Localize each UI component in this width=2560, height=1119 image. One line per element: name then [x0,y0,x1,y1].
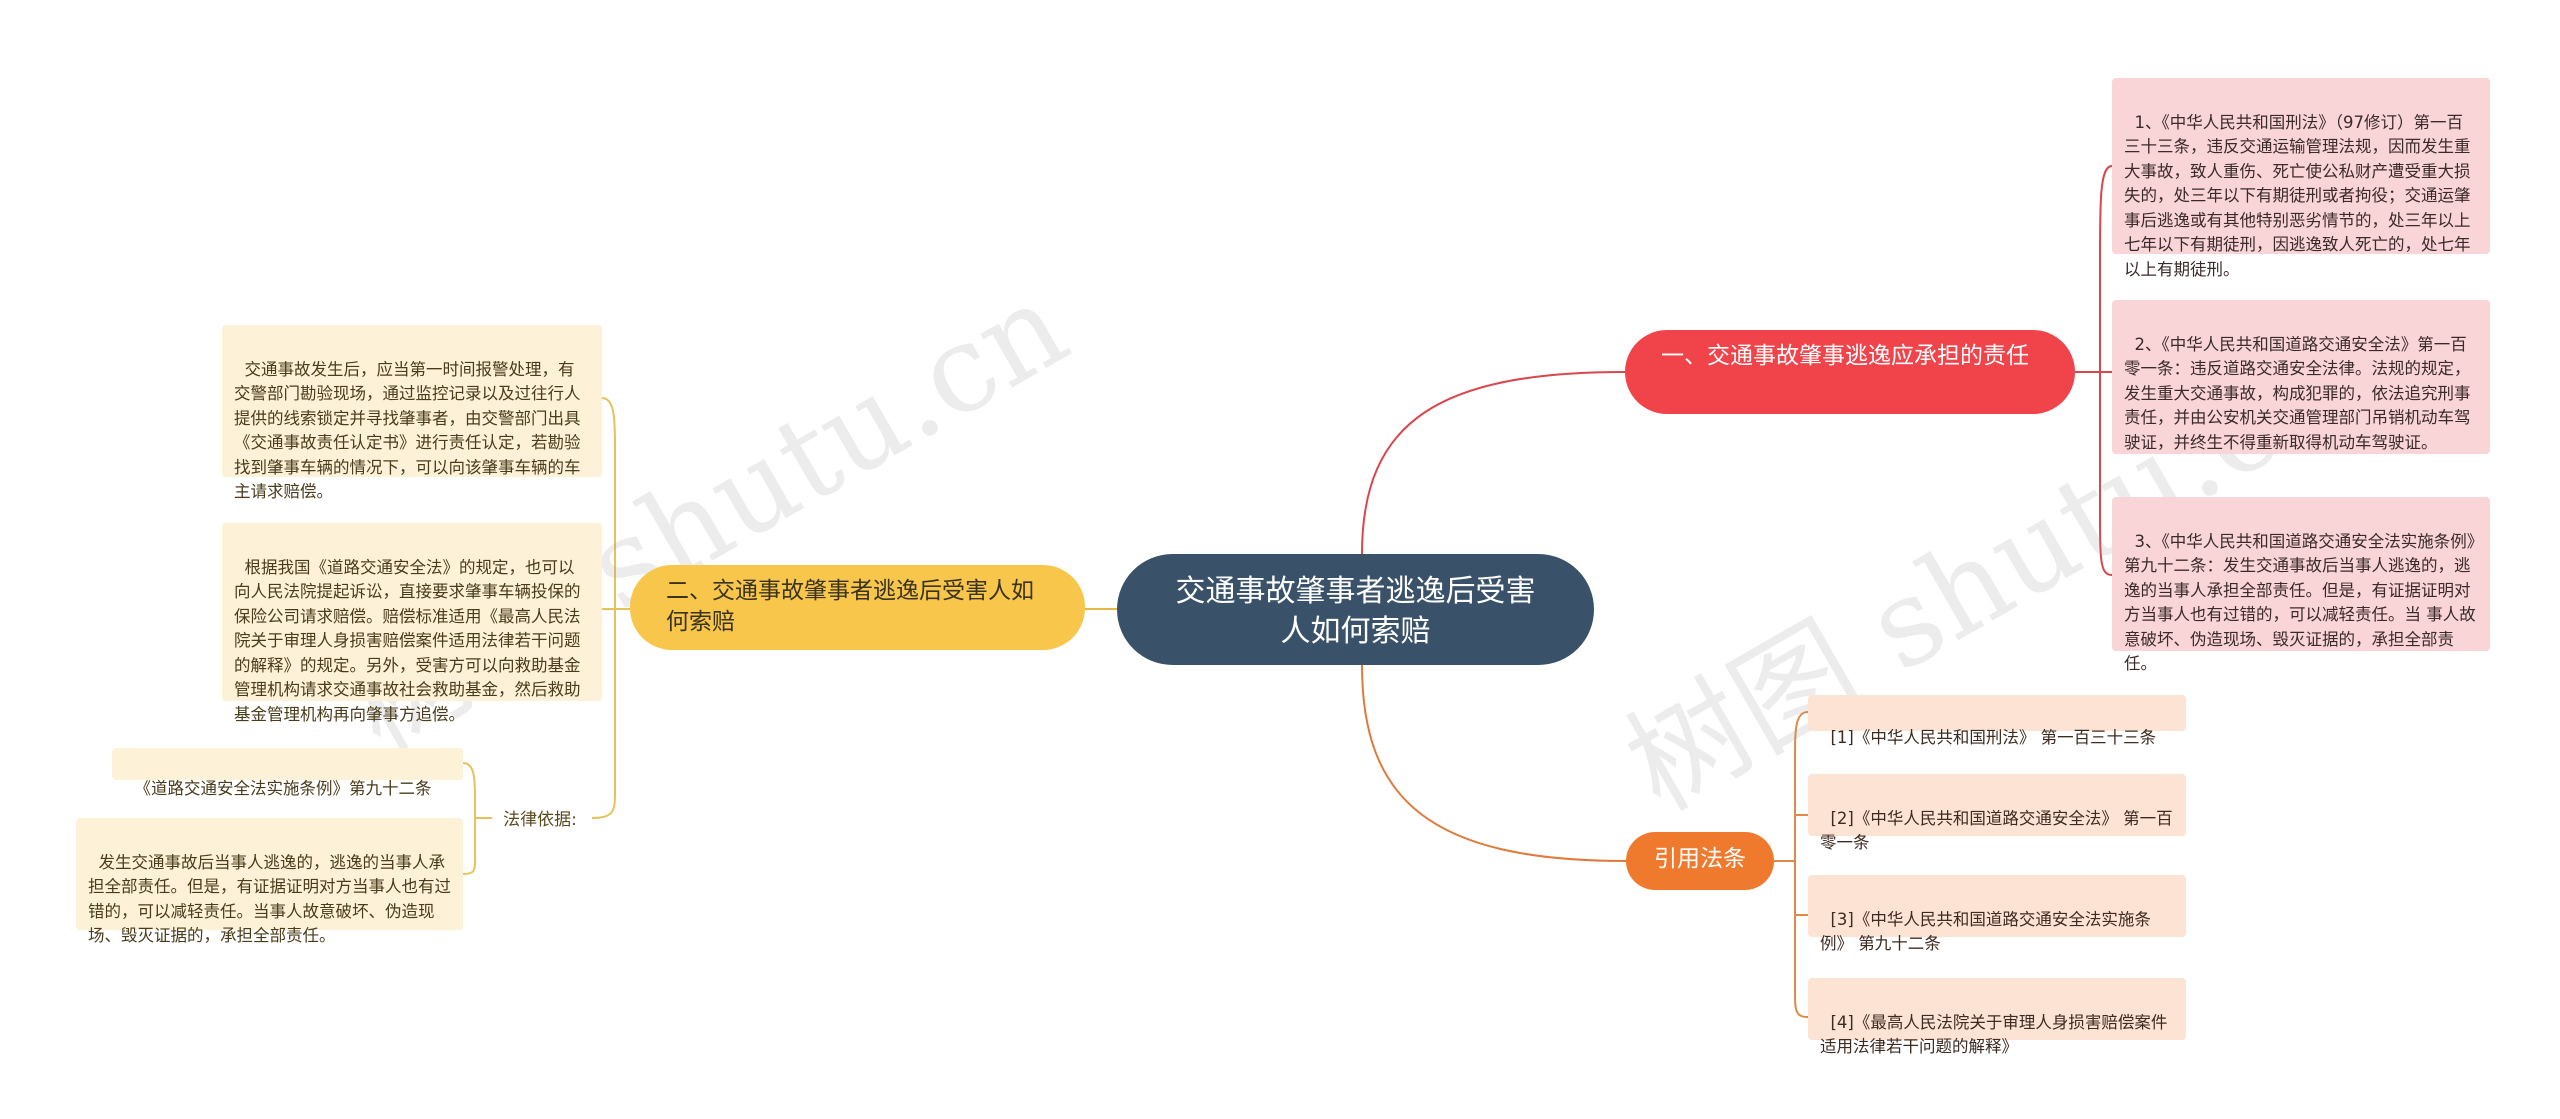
citation-item-1[interactable]: [1]《中华人民共和国刑法》 第一百三十三条 [1808,695,2186,747]
citation-item-2[interactable]: [2]《中华人民共和国道路交通安全法》 第一百零一条 [1808,774,2186,852]
citation-item-4-text: [4]《最高人民法院关于审理人身损害赔偿案件适用法律若干问题的解释》 [1820,1012,2168,1057]
liability-item-1-text: 1、《中华人民共和国刑法》（97修订）第一百三十三条，违反交通运输管理法规，因而… [2124,112,2471,279]
claim-item-1[interactable]: 交通事故发生后，应当第一时间报警处理，有交警部门勘验现场，通过监控记录以及过往行… [222,325,602,501]
citation-item-3-text: [3]《中华人民共和国道路交通安全法实施条例》 第九十二条 [1820,909,2151,954]
branch-liability[interactable]: 一、交通事故肇事逃逸应承担的责任 [1625,330,2075,414]
citation-item-4[interactable]: [4]《最高人民法院关于审理人身损害赔偿案件适用法律若干问题的解释》 [1808,978,2186,1056]
legal-basis-item-1-text: 《道路交通安全法实施条例》第九十二条 [134,778,432,798]
claim-item-1-text: 交通事故发生后，应当第一时间报警处理，有交警部门勘验现场，通过监控记录以及过往行… [234,359,581,502]
legal-basis-item-2-text: 发生交通事故后当事人逃逸的，逃逸的当事人承担全部责任。但是，有证据证明对方当事人… [88,852,451,946]
link-root-liability [1361,371,1626,555]
legal-basis-label[interactable]: 法律依据: [503,810,577,830]
legal-basis-item-1[interactable]: 《道路交通安全法实施条例》第九十二条 [112,748,463,798]
liability-item-1[interactable]: 1、《中华人民共和国刑法》（97修订）第一百三十三条，违反交通运输管理法规，因而… [2112,78,2490,279]
citation-item-2-text: [2]《中华人民共和国道路交通安全法》 第一百零一条 [1820,808,2173,853]
root-title: 交通事故肇事者逃逸后受害人如何索赔 [1175,574,1536,649]
link-liability-leaves [2075,165,2113,576]
branch-citations[interactable]: 引用法条 [1626,832,1774,890]
legal-basis-item-2[interactable]: 发生交通事故后当事人逃逸的，逃逸的当事人承担全部责任。但是，有证据证明对方当事人… [76,818,463,945]
liability-item-3-text: 3、《中华人民共和国道路交通安全法实施条例》第九十二条：发生交通事故后当事人逃逸… [2124,531,2476,674]
liability-item-3[interactable]: 3、《中华人民共和国道路交通安全法实施条例》第九十二条：发生交通事故后当事人逃逸… [2112,497,2490,673]
link-claim-leaves [591,397,630,819]
branch-claim-title: 二、交通事故肇事者逃逸后受害人如何索赔 [666,578,1034,635]
citation-item-1-text: [1]《中华人民共和国刑法》 第一百三十三条 [1830,727,2157,747]
root-topic[interactable]: 交通事故肇事者逃逸后受害人如何索赔 [1117,554,1594,665]
link-legal-leaves [462,762,492,875]
liability-item-2[interactable]: 2、《中华人民共和国道路交通安全法》第一百零一条：违反道路交通安全法律。法规的规… [2112,300,2490,454]
citation-item-3[interactable]: [3]《中华人民共和国道路交通安全法实施条例》 第九十二条 [1808,875,2186,953]
branch-claim[interactable]: 二、交通事故肇事者逃逸后受害人如何索赔 [630,565,1085,650]
liability-item-2-text: 2、《中华人民共和国道路交通安全法》第一百零一条：违反道路交通安全法律。法规的规… [2124,334,2471,452]
branch-citations-title: 引用法条 [1654,846,1746,872]
link-citations-leaves [1774,711,1809,1018]
claim-item-2-text: 根据我国《道路交通安全法》的规定，也可以向人民法院提起诉讼，直接要求肇事车辆投保… [234,557,581,724]
branch-liability-title: 一、交通事故肇事逃逸应承担的责任 [1661,343,2029,369]
link-root-citations [1361,664,1627,862]
claim-item-2[interactable]: 根据我国《道路交通安全法》的规定，也可以向人民法院提起诉讼，直接要求肇事车辆投保… [222,523,602,724]
